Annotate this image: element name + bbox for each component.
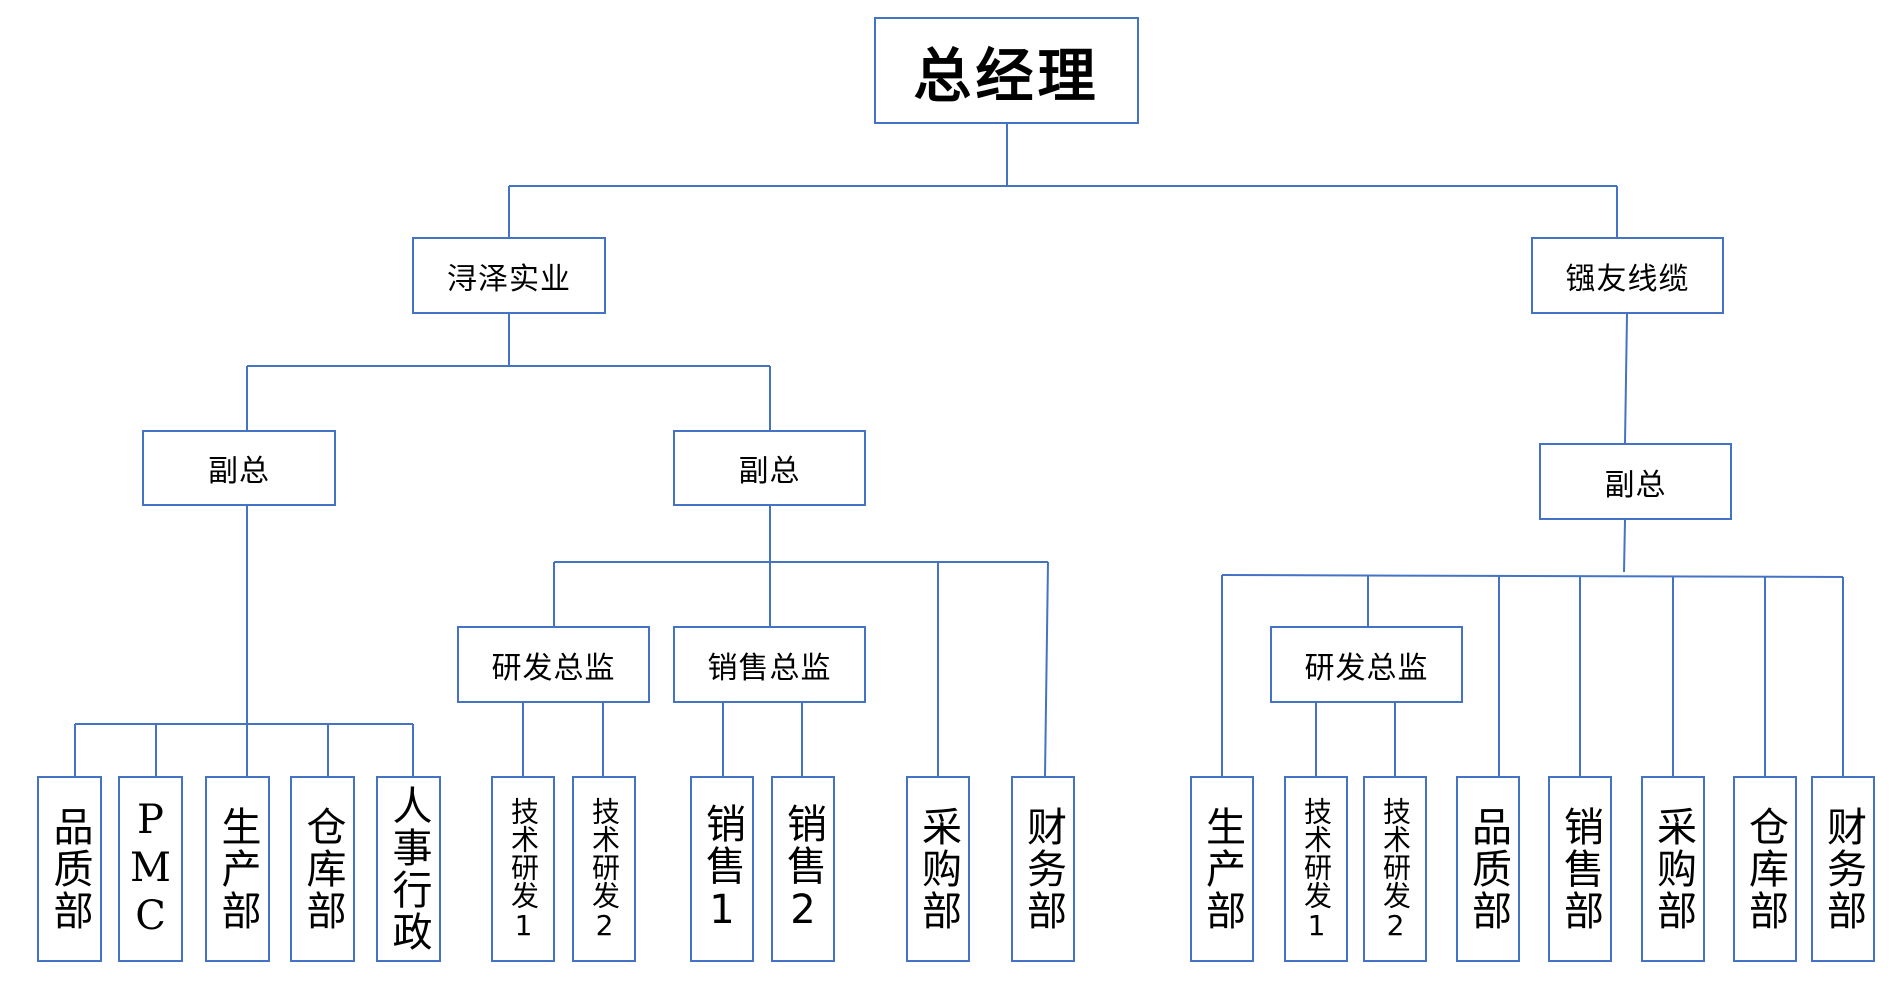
dept-a-tech2-box: 技术研发2 — [572, 776, 636, 962]
dept-a-quality-label: 品质部 — [46, 806, 93, 932]
dept-b-production-label: 生产部 — [1199, 806, 1245, 932]
dept-a-finance-box: 财务部 — [1011, 776, 1075, 962]
dept-a-tech1-label: 技术研发1 — [507, 796, 540, 942]
dept-a-sales1-label: 销售1 — [699, 803, 745, 935]
dept-b-tech2-box: 技术研发2 — [1363, 776, 1427, 962]
company-a-box: 浔泽实业 — [412, 237, 606, 314]
dept-a-purchasing-label: 采购部 — [915, 806, 961, 932]
rd-director-a-label: 研发总监 — [491, 650, 616, 686]
company-b-box: 镪友线缆 — [1531, 237, 1724, 314]
dept-a-pmc-label: PMC — [127, 797, 174, 941]
rd-director-a-box: 研发总监 — [457, 626, 650, 703]
dept-b-warehouse-box: 仓库部 — [1733, 776, 1797, 962]
vp-b-box: 副总 — [1539, 443, 1732, 520]
dept-a-sales2-label: 销售2 — [780, 803, 826, 935]
dept-b-finance-box: 财务部 — [1811, 776, 1875, 962]
vp-b-label: 副总 — [1604, 467, 1667, 503]
dept-a-finance-label: 财务部 — [1020, 806, 1066, 932]
dept-a-tech2-label: 技术研发2 — [588, 796, 621, 942]
company-b-label: 镪友线缆 — [1565, 261, 1690, 297]
dept-a-pmc-box: PMC — [118, 776, 183, 962]
dept-b-sales-label: 销售部 — [1557, 806, 1603, 932]
dept-a-production-box: 生产部 — [205, 776, 270, 962]
dept-a-purchasing-box: 采购部 — [906, 776, 970, 962]
dept-a-tech1-box: 技术研发1 — [491, 776, 555, 962]
dept-a-warehouse-box: 仓库部 — [290, 776, 355, 962]
rd-director-b-label: 研发总监 — [1304, 650, 1429, 686]
dept-a-production-label: 生产部 — [214, 806, 261, 932]
dept-b-sales-box: 销售部 — [1548, 776, 1612, 962]
ceo-label: 总经理 — [913, 41, 1100, 110]
sales-director-a-label: 销售总监 — [707, 650, 832, 686]
vp-a1-label: 副总 — [208, 454, 270, 489]
vp-a2-label: 副总 — [738, 454, 801, 489]
vp-a2-box: 副总 — [673, 430, 866, 506]
sales-director-a-box: 销售总监 — [673, 626, 866, 703]
dept-b-tech2-label: 技术研发2 — [1379, 796, 1412, 942]
rd-director-b-box: 研发总监 — [1270, 626, 1463, 703]
dept-a-quality-box: 品质部 — [37, 776, 102, 962]
dept-b-production-box: 生产部 — [1190, 776, 1254, 962]
dept-b-quality-box: 品质部 — [1456, 776, 1520, 962]
dept-a-sales2-box: 销售2 — [771, 776, 835, 962]
dept-b-quality-label: 品质部 — [1465, 806, 1511, 932]
dept-a-warehouse-label: 仓库部 — [299, 806, 346, 932]
vp-a1-box: 副总 — [142, 430, 336, 506]
dept-b-warehouse-label: 仓库部 — [1742, 806, 1788, 932]
dept-a-sales1-box: 销售1 — [690, 776, 754, 962]
dept-b-purchasing-label: 采购部 — [1650, 806, 1696, 932]
dept-b-tech1-box: 技术研发1 — [1284, 776, 1348, 962]
dept-b-purchasing-box: 采购部 — [1641, 776, 1705, 962]
dept-b-finance-label: 财务部 — [1820, 806, 1866, 932]
dept-a-hr-label: 人事行政 — [385, 785, 432, 953]
company-a-label: 浔泽实业 — [447, 261, 571, 297]
dept-b-tech1-label: 技术研发1 — [1300, 796, 1333, 942]
ceo-box: 总经理 — [874, 17, 1139, 124]
dept-a-hr-box: 人事行政 — [376, 776, 441, 962]
